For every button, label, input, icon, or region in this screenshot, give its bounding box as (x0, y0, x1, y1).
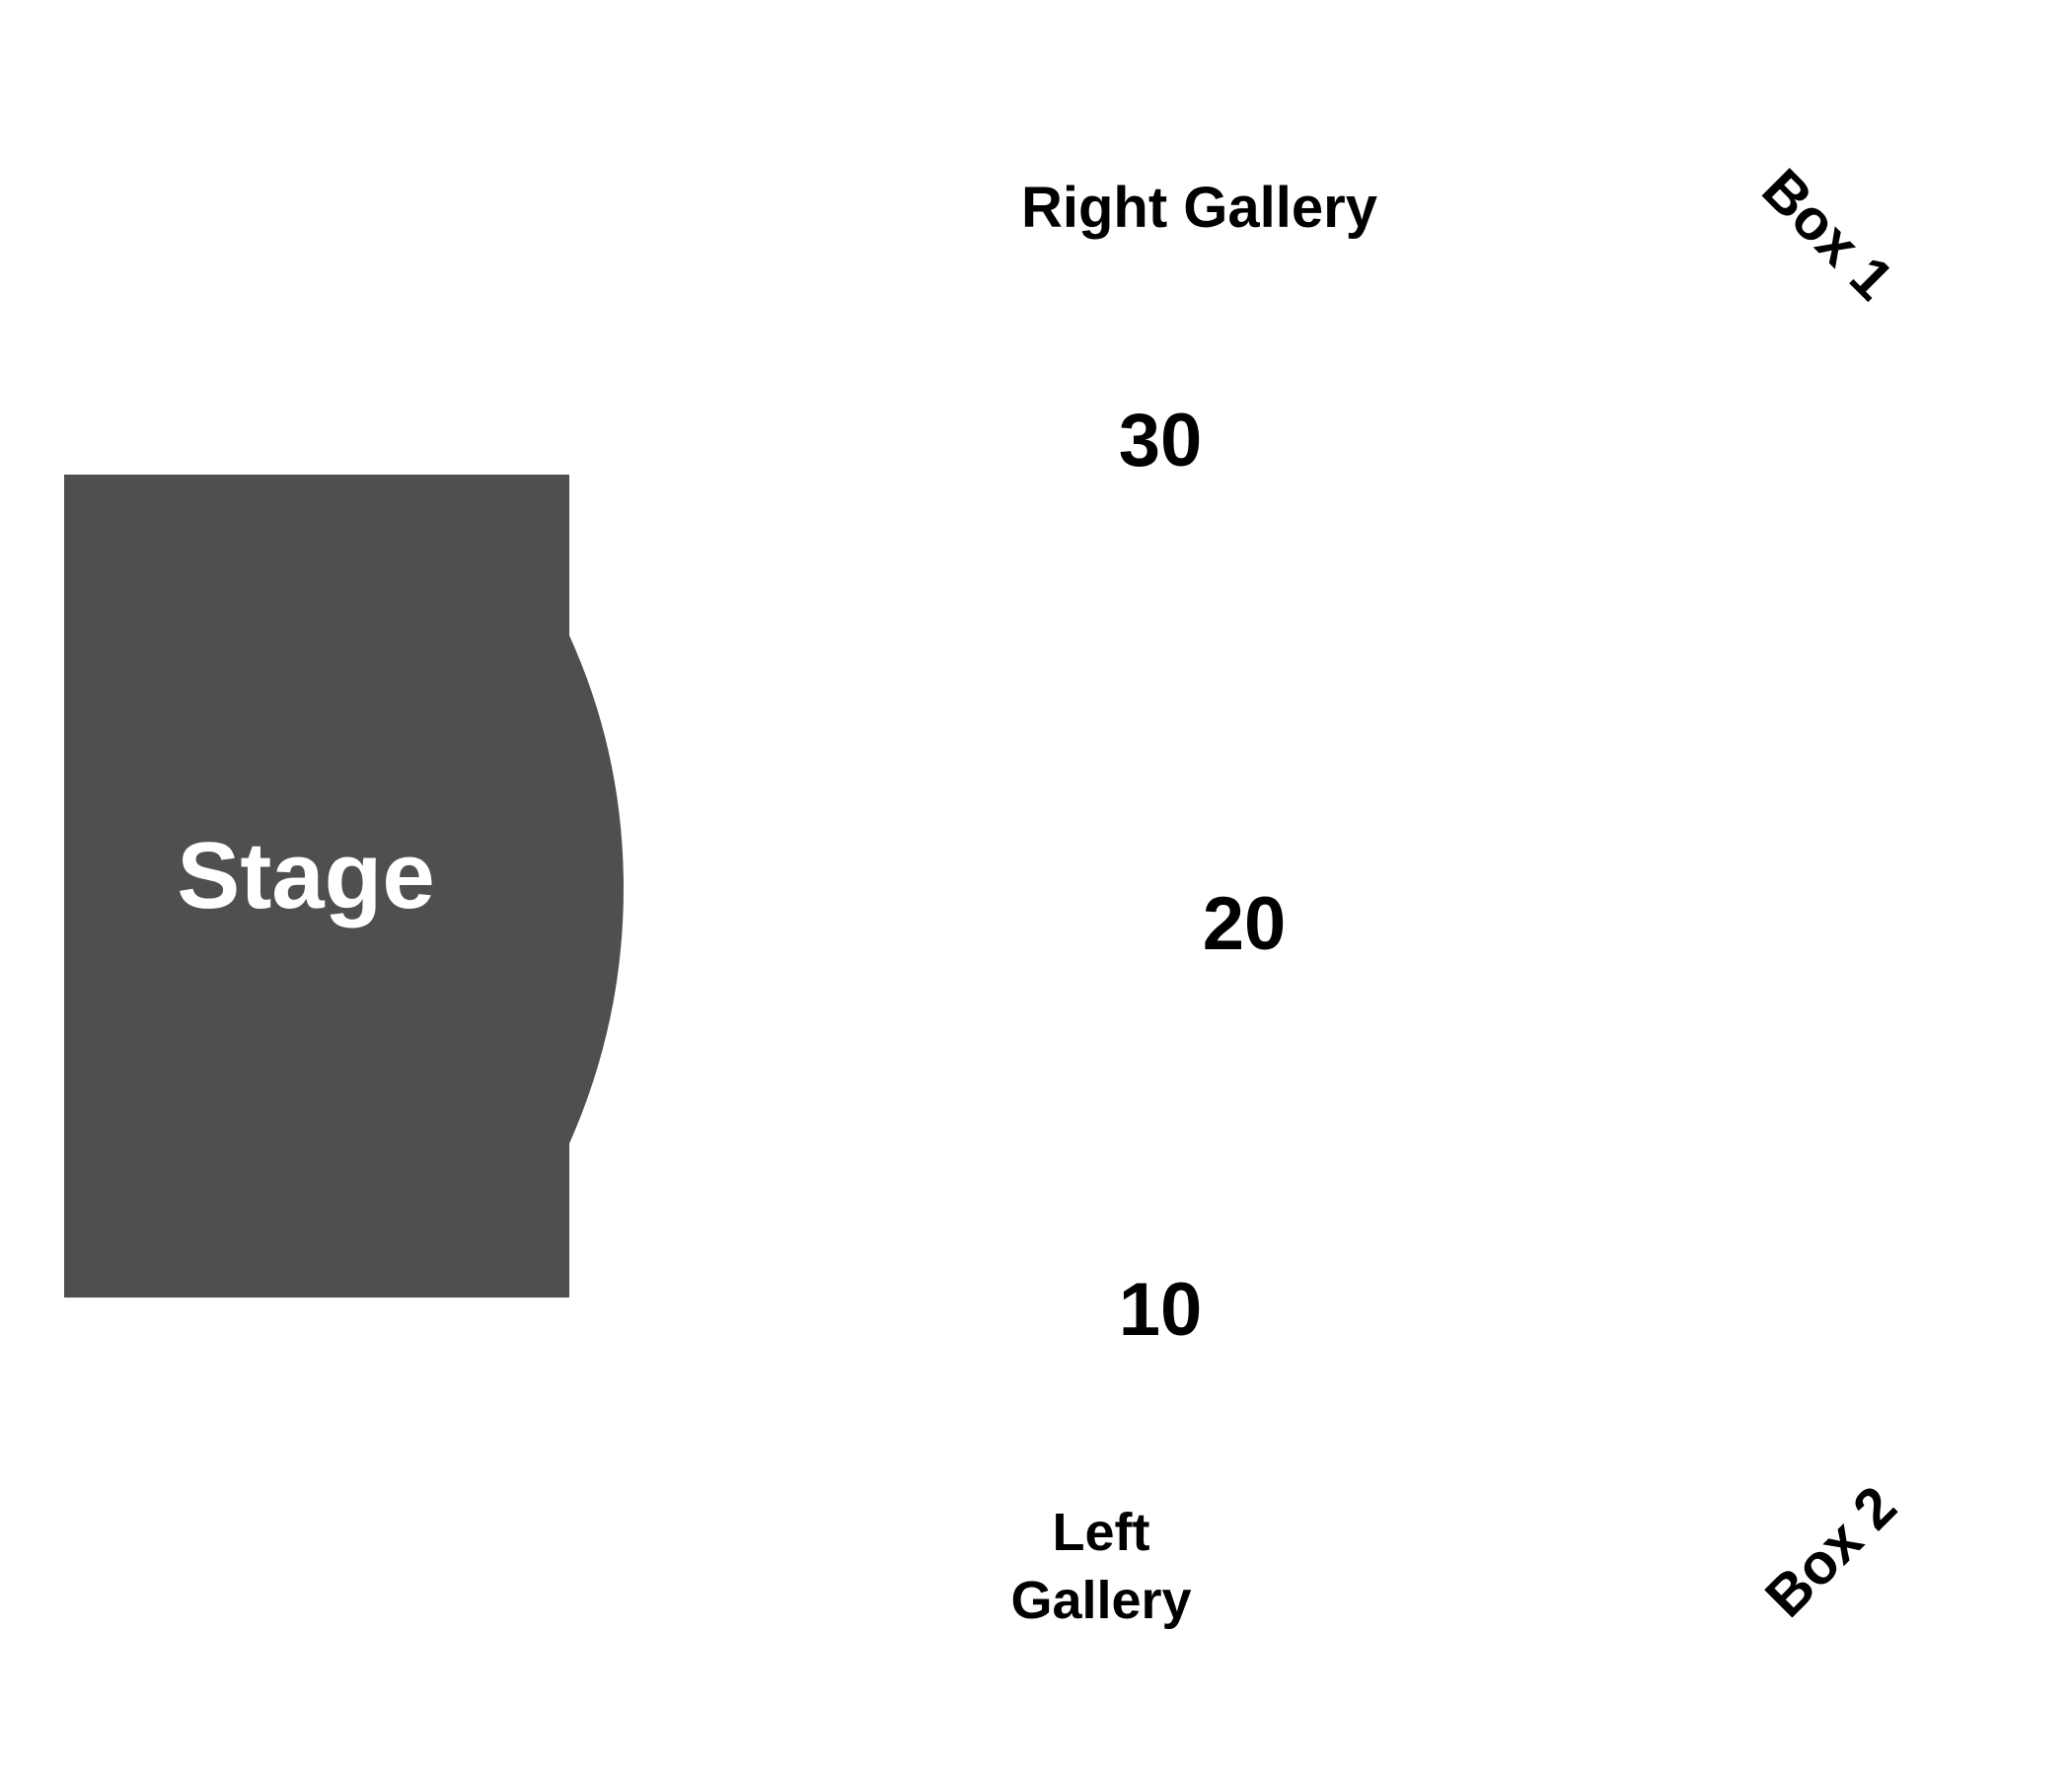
right-gallery-label: Right Gallery (1021, 176, 1377, 240)
row-30-label: 30 (1118, 399, 1203, 482)
stage-shape (64, 475, 624, 1298)
stage-label: Stage (177, 823, 435, 928)
row-20-label: 20 (1202, 882, 1287, 966)
left-gallery-label: Left Gallery (1010, 1502, 1192, 1630)
row-10-label: 10 (1118, 1268, 1203, 1352)
